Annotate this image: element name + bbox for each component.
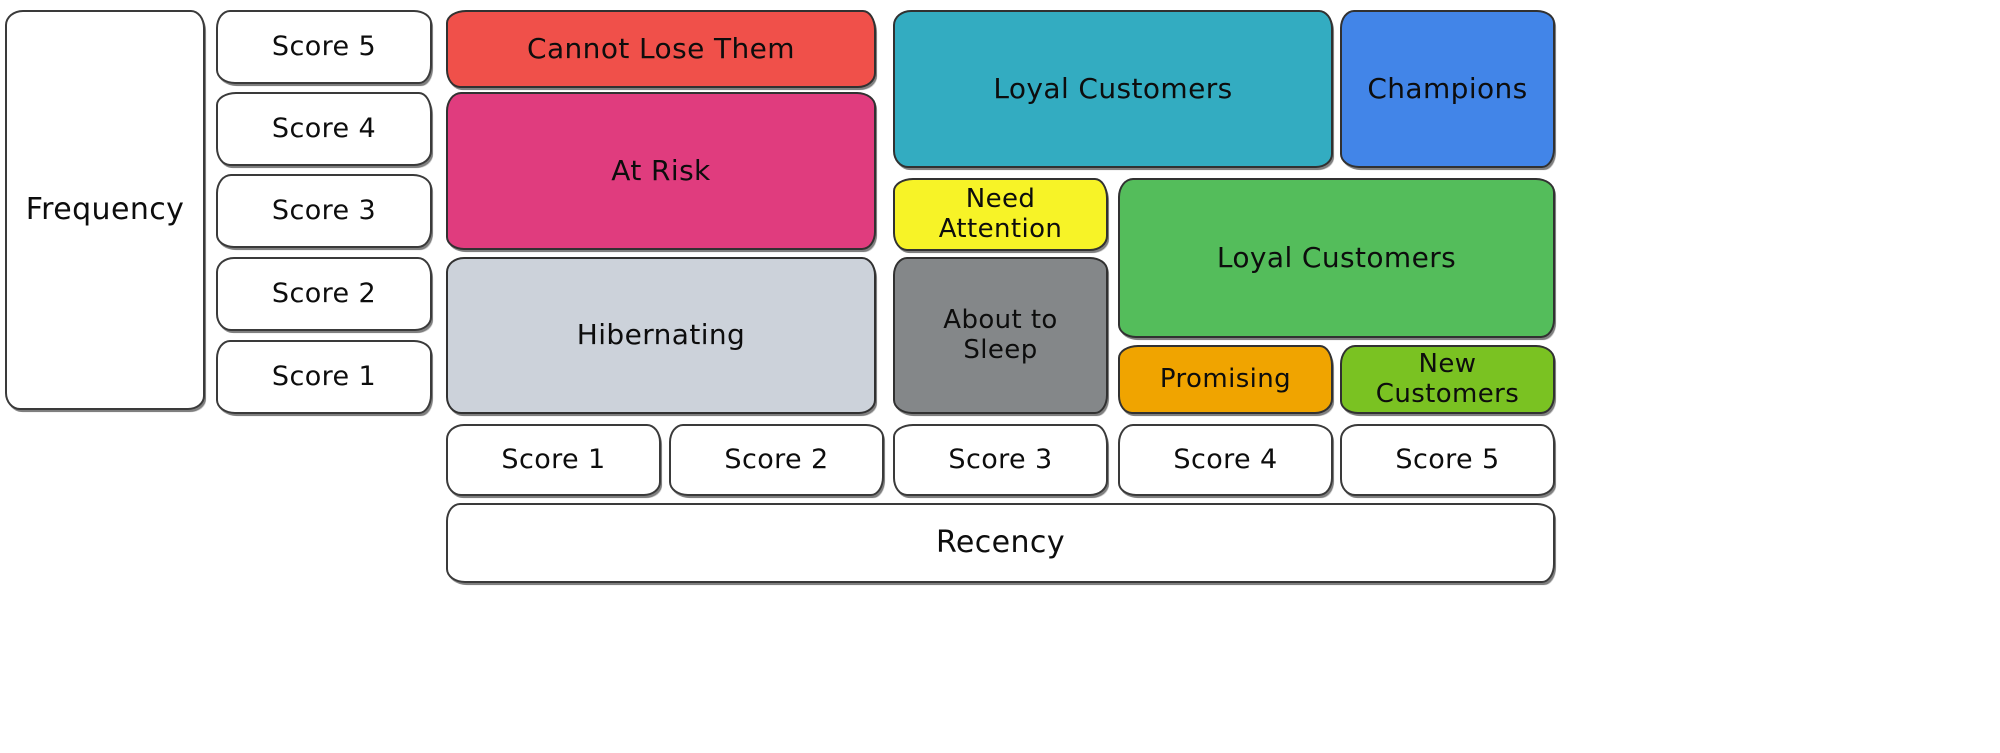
y-axis-label-frequency: Frequency <box>5 10 205 410</box>
x-score-label-4: Score 4 <box>1118 424 1333 496</box>
segment-at-risk[interactable]: At Risk <box>446 92 876 250</box>
y-score-label-4: Score 4 <box>216 92 432 166</box>
segment-champions[interactable]: Champions <box>1340 10 1555 168</box>
segment-cannot-lose-them[interactable]: Cannot Lose Them <box>446 10 876 88</box>
segment-promising[interactable]: Promising <box>1118 345 1333 414</box>
x-score-label-3: Score 3 <box>893 424 1108 496</box>
segment-need-attention[interactable]: Need Attention <box>893 178 1108 251</box>
x-axis-label-recency: Recency <box>446 503 1555 583</box>
segment-about-to-sleep[interactable]: About to Sleep <box>893 257 1108 414</box>
y-score-label-3: Score 3 <box>216 174 432 248</box>
y-score-label-2: Score 2 <box>216 257 432 331</box>
segment-new-customers[interactable]: New Customers <box>1340 345 1555 414</box>
segment-loyal-customers-teal[interactable]: Loyal Customers <box>893 10 1333 168</box>
y-score-label-1: Score 1 <box>216 340 432 414</box>
segment-hibernating[interactable]: Hibernating <box>446 257 876 414</box>
x-score-label-2: Score 2 <box>669 424 884 496</box>
y-score-label-5: Score 5 <box>216 10 432 84</box>
x-score-label-1: Score 1 <box>446 424 661 496</box>
x-score-label-5: Score 5 <box>1340 424 1555 496</box>
segment-loyal-customers-green[interactable]: Loyal Customers <box>1118 178 1555 338</box>
